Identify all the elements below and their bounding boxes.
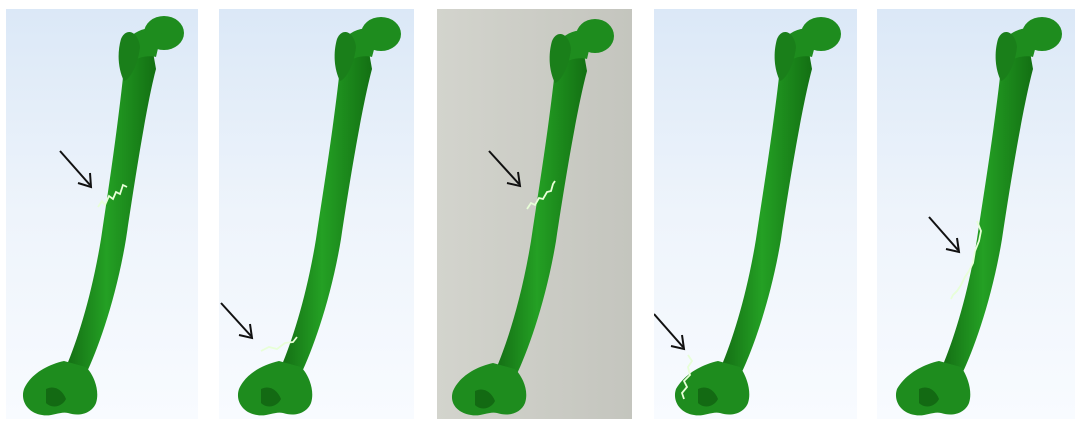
panel-background xyxy=(219,9,414,419)
panel-3 xyxy=(437,9,632,419)
femur-illustration-4 xyxy=(654,9,857,419)
panel-background xyxy=(6,9,198,419)
femur-illustration-2 xyxy=(219,9,414,419)
panel-1 xyxy=(6,9,198,419)
femur-illustration-1 xyxy=(6,9,198,419)
femur-illustration-5 xyxy=(877,9,1075,419)
panel-2 xyxy=(219,9,414,419)
panel-background xyxy=(437,9,632,419)
panel-background xyxy=(877,9,1075,419)
panel-background xyxy=(654,9,857,419)
panel-4 xyxy=(654,9,857,419)
femur-illustration-3 xyxy=(437,9,632,419)
panel-5 xyxy=(877,9,1075,419)
